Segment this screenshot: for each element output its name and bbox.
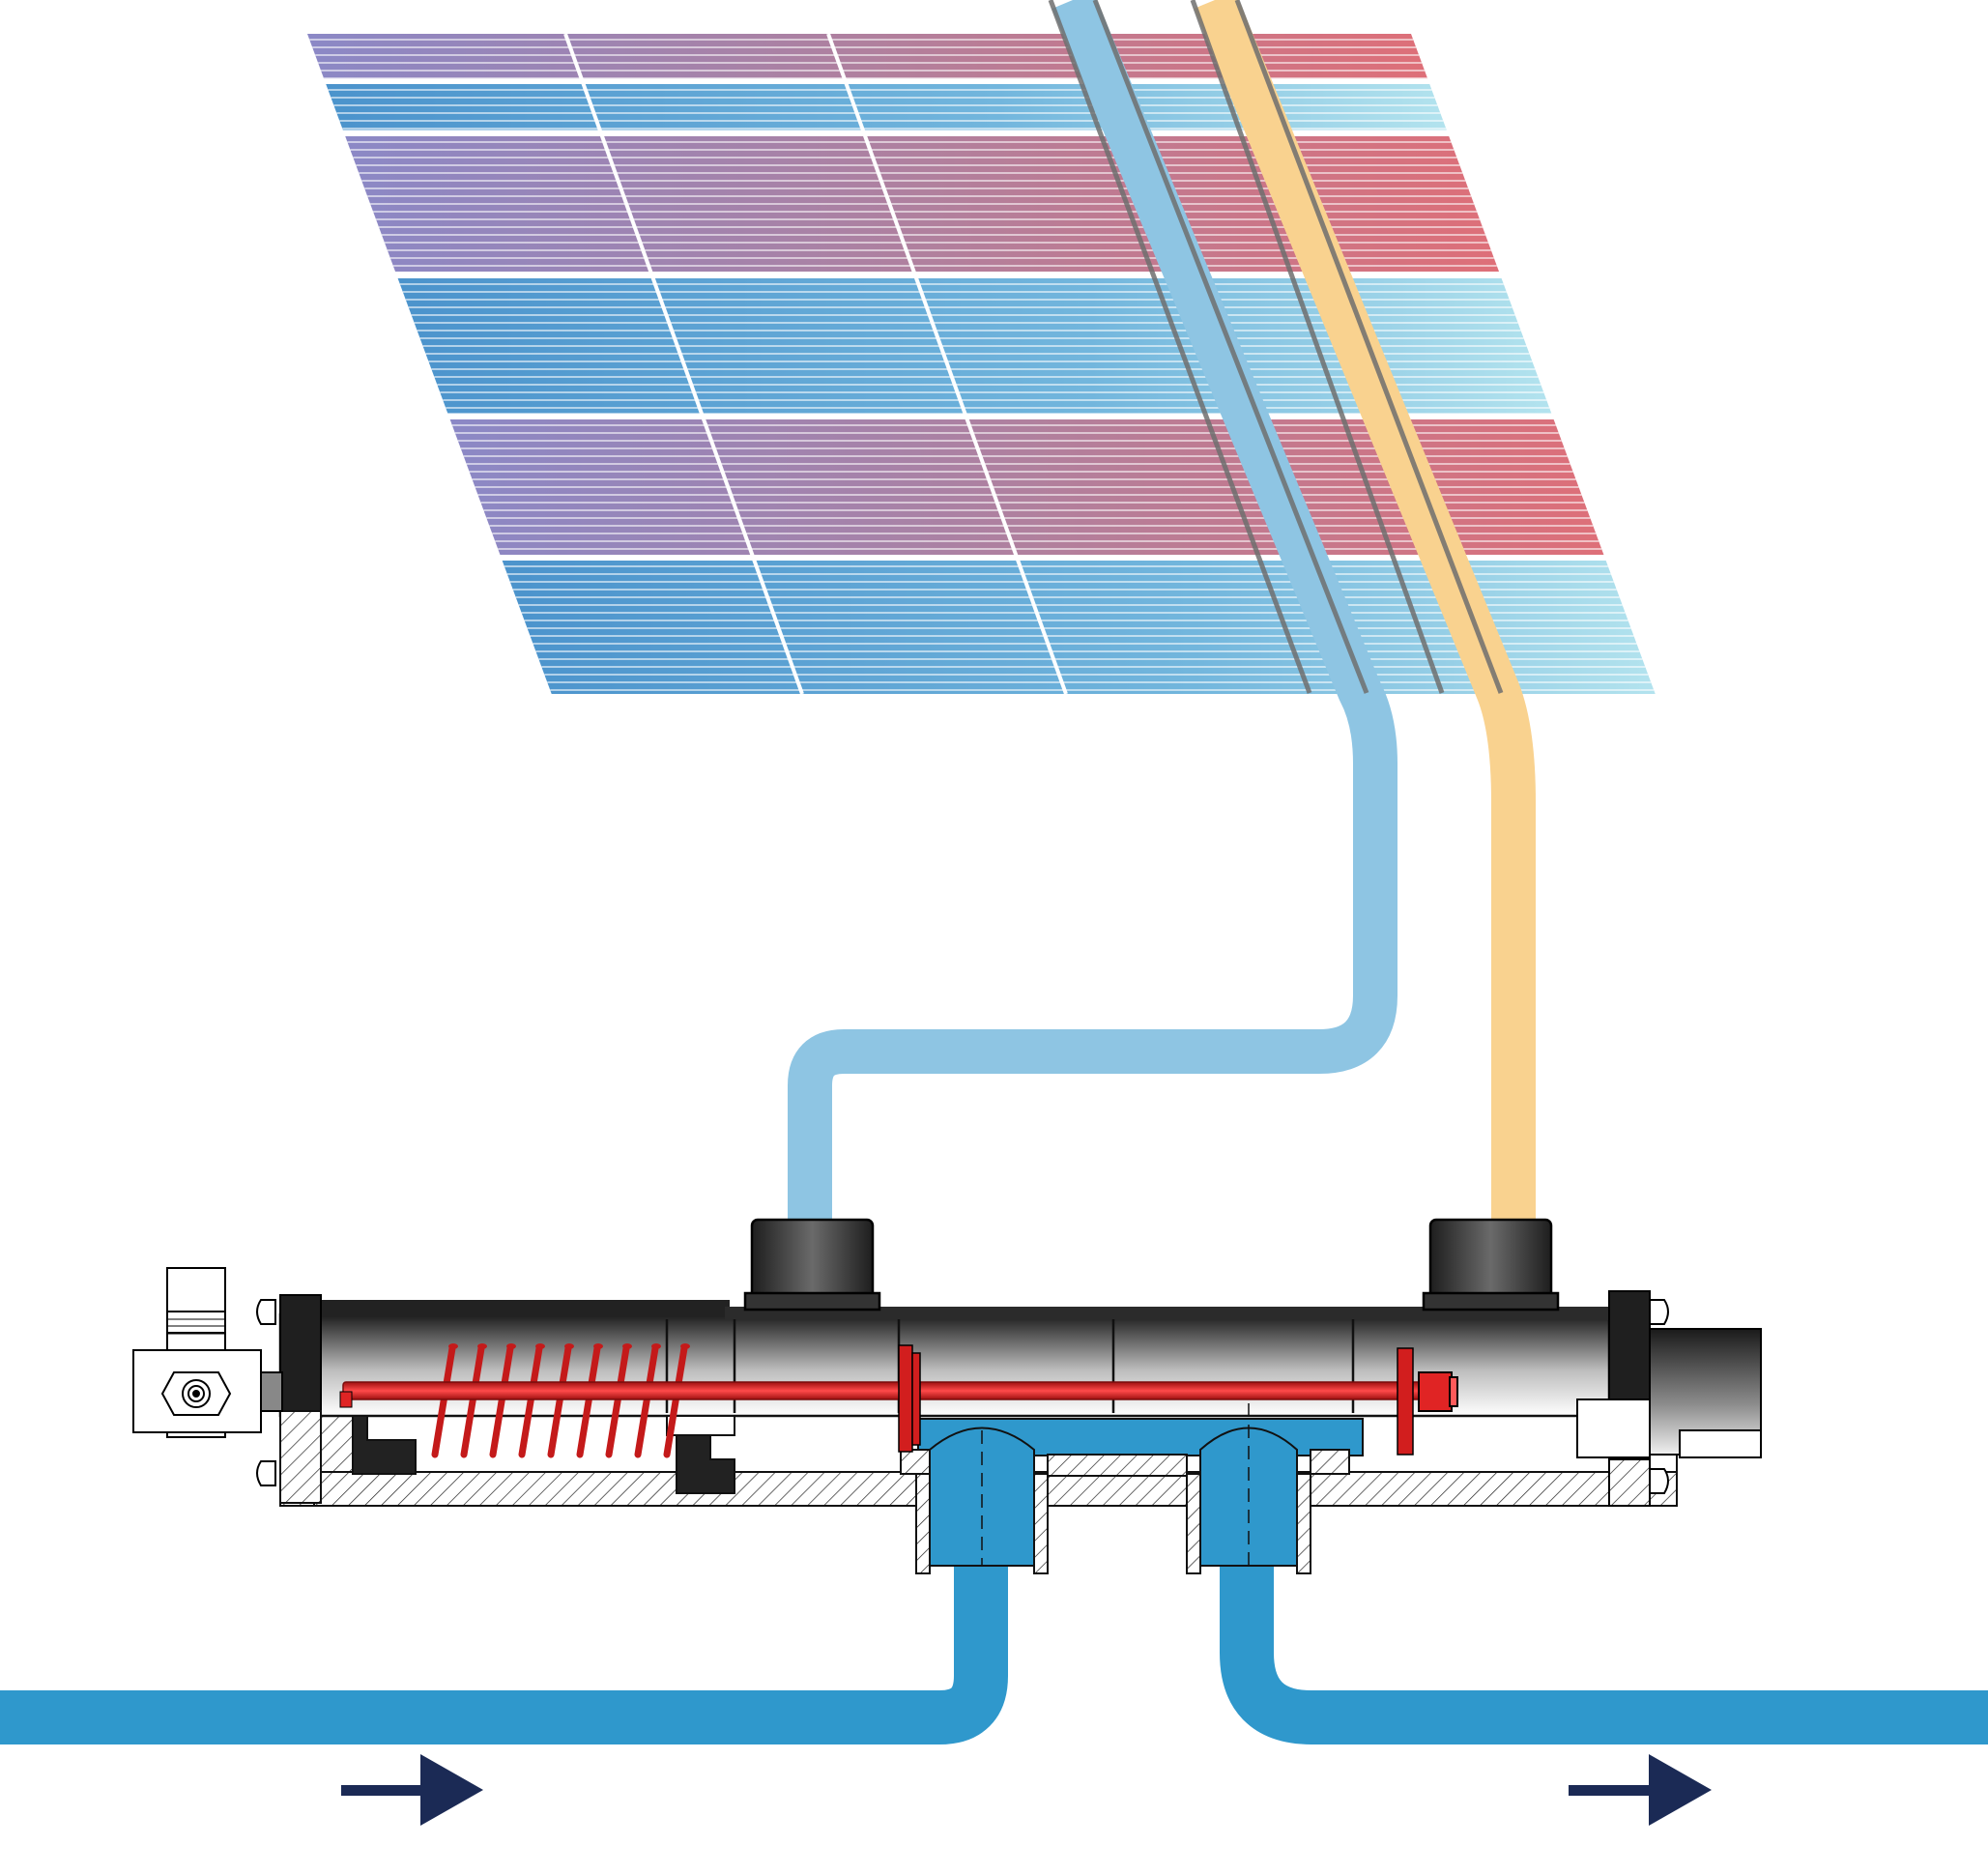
pipe-outlines xyxy=(1048,0,1504,694)
spring-coil-top xyxy=(651,1343,661,1349)
hot-supply-pipe xyxy=(1194,0,1536,1223)
ball-valve xyxy=(132,1267,283,1438)
spring-coil xyxy=(663,1344,688,1458)
spring-coil-top xyxy=(622,1343,632,1349)
spring-coil xyxy=(518,1344,543,1458)
spring-coil xyxy=(431,1344,456,1458)
spring-coil xyxy=(547,1344,572,1458)
rod-nut xyxy=(1418,1371,1458,1412)
collector-row-hot xyxy=(307,34,1428,79)
right-end-tube xyxy=(1679,1429,1762,1458)
spring-coil xyxy=(576,1344,601,1458)
valve-top-plate xyxy=(319,1300,730,1317)
spring-coil-top xyxy=(477,1343,487,1349)
flow-arrow-icon xyxy=(1569,1754,1712,1826)
right-end-tube xyxy=(1576,1398,1651,1458)
collector-panel-divider xyxy=(563,33,804,695)
collector-row-cold xyxy=(326,84,1447,130)
bolt-heads xyxy=(256,1299,1669,1494)
hot-inlet-nut xyxy=(1422,1218,1560,1312)
left-flange-lower xyxy=(279,1410,322,1504)
valve-outlets xyxy=(900,1449,1350,1574)
spring-coil-top xyxy=(506,1343,516,1349)
spring-coil-top xyxy=(564,1343,574,1349)
spring-coil-top xyxy=(680,1343,690,1349)
spring-coil-top xyxy=(593,1343,603,1349)
valve-top-plate xyxy=(725,1307,1624,1320)
spring-coil xyxy=(605,1344,630,1458)
spring xyxy=(431,1343,690,1458)
cold-return-pipe xyxy=(788,0,1397,1223)
main-water-line xyxy=(0,1546,1988,1744)
right-flange xyxy=(1608,1290,1651,1400)
spring-coil-top xyxy=(535,1343,545,1349)
cold-inlet-nut xyxy=(743,1218,881,1312)
spring-coil xyxy=(460,1344,485,1458)
right-flange-lower xyxy=(1608,1458,1651,1507)
spring-coil xyxy=(634,1344,659,1458)
spring-coil-top xyxy=(448,1343,458,1349)
rod-end xyxy=(339,1391,353,1408)
mixing-valve xyxy=(132,1218,1762,1574)
rod-washers xyxy=(898,1344,1414,1456)
spring-coil xyxy=(489,1344,514,1458)
collector-panel-divider xyxy=(826,33,1068,695)
left-piston xyxy=(352,1415,735,1494)
flow-arrow-icon xyxy=(341,1754,483,1826)
